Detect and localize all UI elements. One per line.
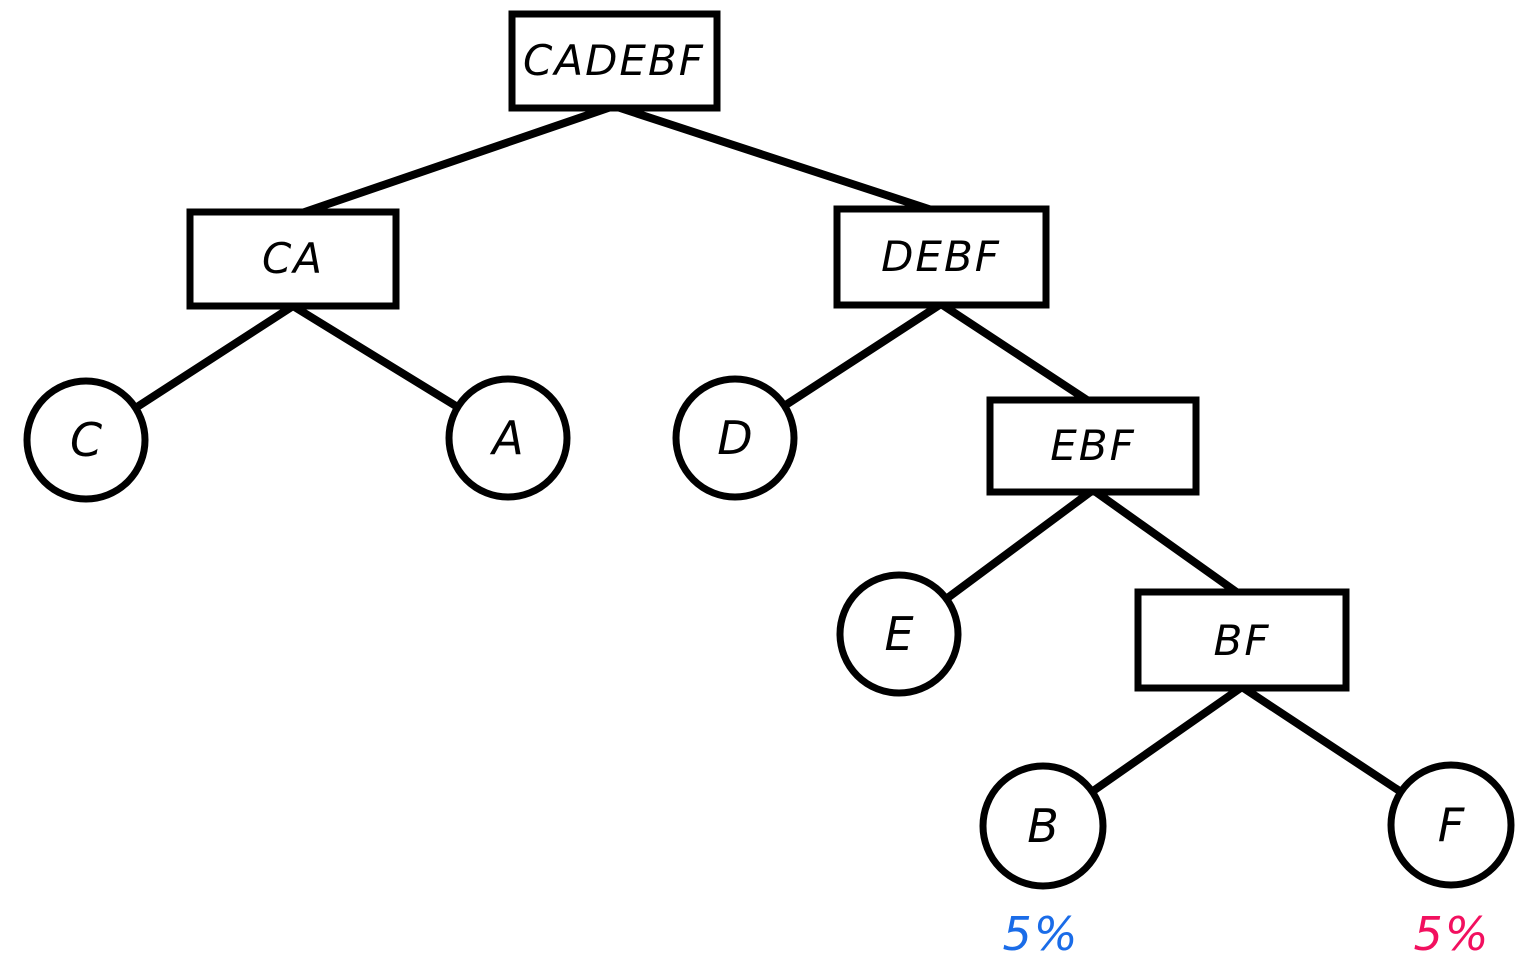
edge-root-debf [610,102,945,217]
node-ebf-box [986,396,1200,496]
node-f-circle [1387,761,1515,889]
annotation-group: 5% 5% [1003,907,1491,961]
node-b-label: B [1027,799,1059,853]
node-c-label: C [70,413,102,467]
node-b-circle [979,762,1107,890]
edge-debf-ebf [937,300,1097,408]
node-f-label: F [1438,798,1465,852]
node-debf-label: DEBF [881,232,1001,281]
box-node-group: CADEBF CA DEBF EBF BF [186,10,1350,692]
node-d-label: D [717,411,752,465]
edge-root-ca [289,102,618,220]
node-b-percent-label: 5% [1003,907,1080,961]
node-e-label: E [884,607,913,661]
node-a-circle [445,375,571,501]
node-a-label: A [489,411,523,465]
node-ca-label: CA [262,234,324,283]
node-debf-box [833,205,1050,309]
node-f-percent-label: 5% [1414,907,1491,961]
node-e-circle [836,571,962,697]
leaf-node-group: C A D E B F [23,375,1515,890]
node-ca-box [186,208,400,310]
node-cadebf-label: CADEBF [523,36,705,85]
node-d-circle [672,375,798,501]
edge-ebf-bf [1089,486,1246,600]
node-bf-box [1134,588,1350,692]
node-cadebf-box [508,10,721,112]
node-bf-label: BF [1214,616,1271,665]
node-ebf-label: EBF [1050,421,1136,470]
node-c-circle [23,377,149,503]
